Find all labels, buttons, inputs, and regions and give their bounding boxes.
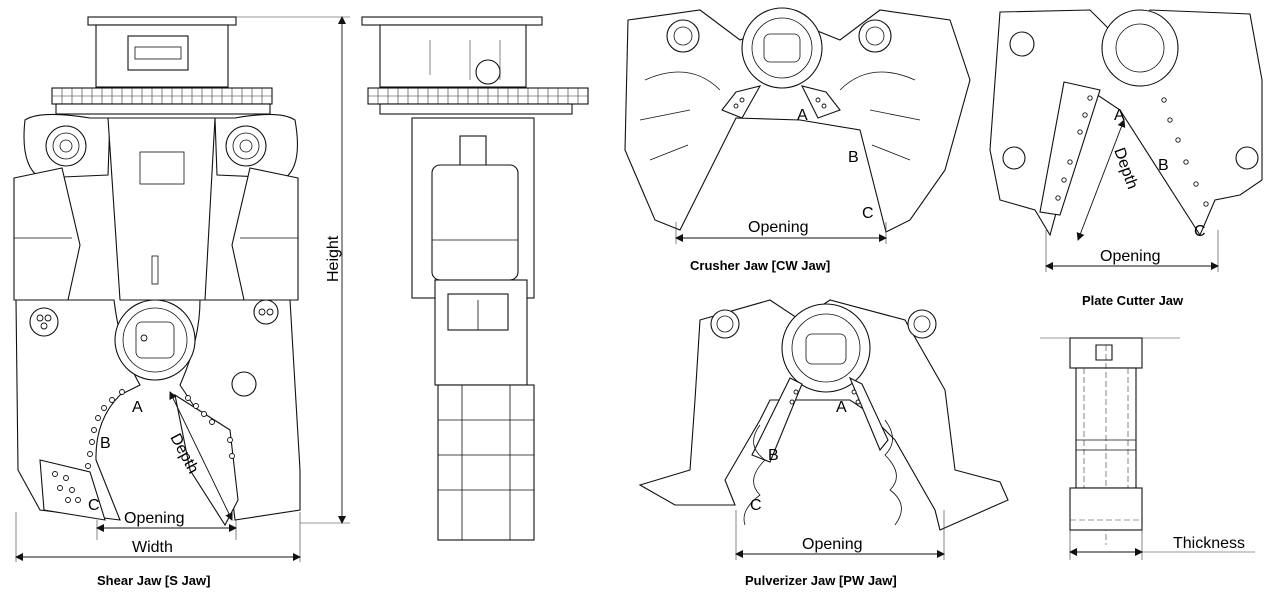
- height-label: Height: [325, 235, 342, 282]
- crusher-point-c: C: [862, 205, 874, 222]
- plate-cutter-jaw: A B C Depth Opening Plate Cutter Jaw: [989, 9, 1263, 308]
- shear-point-c: C: [88, 497, 100, 514]
- shear-opening-label: Opening: [124, 510, 185, 527]
- pulverizer-point-b: B: [768, 447, 779, 464]
- crusher-point-b: B: [848, 149, 859, 166]
- thickness-label: Thickness: [1173, 535, 1245, 552]
- plate-cutter-caption: Plate Cutter Jaw: [1082, 293, 1184, 308]
- crusher-jaw: A B C Opening Crusher Jaw [CW Jaw]: [624, 7, 971, 273]
- crusher-point-a: A: [797, 107, 808, 124]
- plate-opening-label: Opening: [1100, 248, 1161, 265]
- shear-jaw-side-view: [361, 16, 589, 541]
- shear-point-b: B: [100, 435, 111, 452]
- crusher-opening-label: Opening: [748, 219, 809, 236]
- crusher-jaw-caption: Crusher Jaw [CW Jaw]: [690, 258, 830, 273]
- plate-point-b: B: [1158, 157, 1169, 174]
- shear-jaw-front-view: A B C Depth Opening Width Height Shear J…: [13, 16, 350, 588]
- plate-point-c: C: [1194, 223, 1206, 240]
- plate-point-a: A: [1114, 107, 1125, 124]
- pulverizer-jaw: A B C Opening Pulverizer Jaw [PW Jaw]: [638, 299, 1009, 588]
- shear-jaw-caption: Shear Jaw [S Jaw]: [97, 573, 210, 588]
- pulverizer-opening-label: Opening: [802, 536, 863, 553]
- pulverizer-point-a: A: [836, 399, 847, 416]
- shear-width-label: Width: [132, 539, 173, 556]
- pulverizer-point-c: C: [750, 497, 762, 514]
- thickness-detail: Thickness: [1040, 337, 1255, 560]
- plate-depth-label: Depth: [1110, 146, 1141, 192]
- shear-point-a: A: [132, 399, 143, 416]
- pulverizer-jaw-caption: Pulverizer Jaw [PW Jaw]: [745, 573, 897, 588]
